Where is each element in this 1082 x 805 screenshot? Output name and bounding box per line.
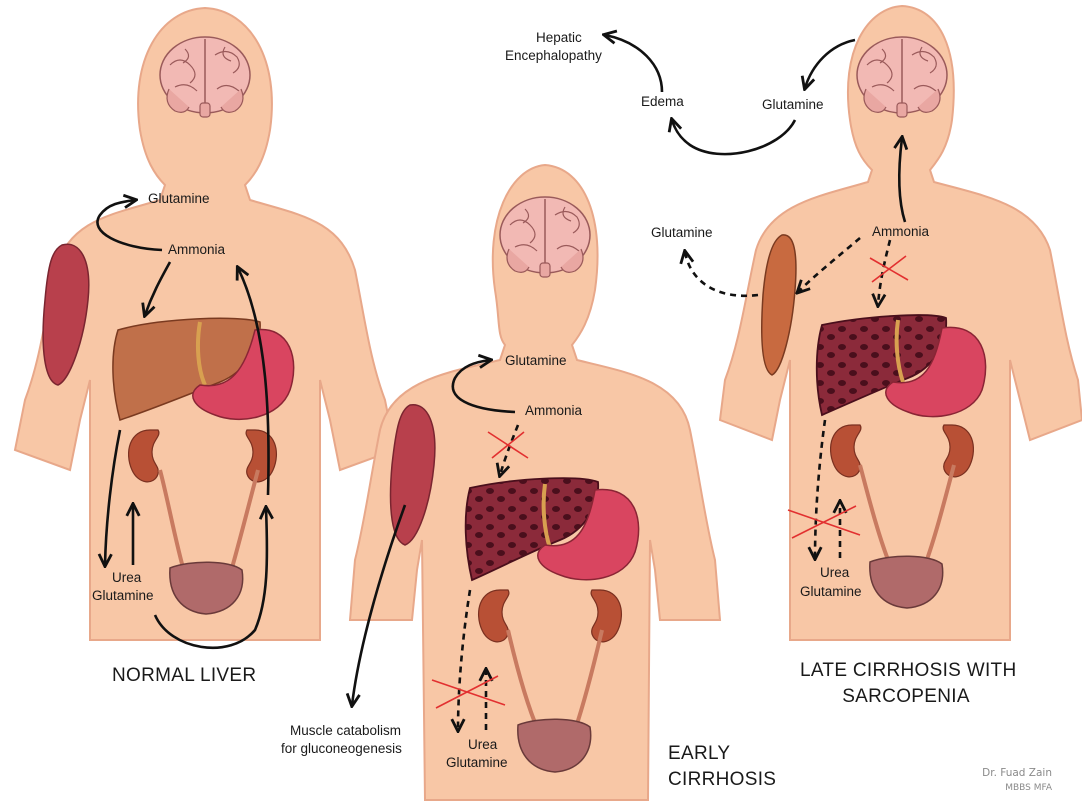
caption-late-line2: SARCOPENIA [800,685,1012,708]
brain-late [857,37,947,117]
panel-early-cirrhosis [350,165,720,800]
label-urea-glutamine-early: Glutamine [446,755,508,770]
label-ammonia-normal: Ammonia [168,242,225,257]
caption-early-line1: EARLY [668,742,730,765]
panel-normal-liver [15,8,395,648]
label-urea-early: Urea [468,737,497,752]
label-muscle-catabolism-line1: Muscle catabolism [290,723,401,738]
label-urea-late: Urea [820,565,849,580]
label-urea-glutamine-late: Glutamine [800,584,862,599]
label-glutamine-brain: Glutamine [762,97,824,112]
arrow-edema-to-encephalopathy [605,35,662,92]
brain-early [500,197,590,277]
label-hepatic-line1: Hepatic [536,30,582,45]
caption-early-line2: CIRRHOSIS [668,768,776,791]
credit-degree: MBBS MFA [950,783,1052,793]
label-edema: Edema [641,94,684,109]
caption-late-line1: LATE CIRRHOSIS WITH [800,659,1012,682]
label-ammonia-late: Ammonia [872,224,929,239]
label-urea-normal: Urea [112,570,141,585]
label-glutamine-normal: Glutamine [148,191,210,206]
label-hepatic-line2: Encephalopathy [505,48,602,63]
arrow-glutamine-to-edema [672,120,795,154]
label-muscle-catabolism-line2: for gluconeogenesis [281,741,402,756]
label-glutamine-early: Glutamine [505,353,567,368]
label-urea-glutamine-normal: Glutamine [92,588,154,603]
label-glutamine-muscle: Glutamine [651,225,713,240]
label-ammonia-early: Ammonia [525,403,582,418]
brain-normal [160,37,250,117]
caption-normal-liver: NORMAL LIVER [112,664,256,687]
credit-author: Dr. Fuad Zain [950,767,1052,779]
